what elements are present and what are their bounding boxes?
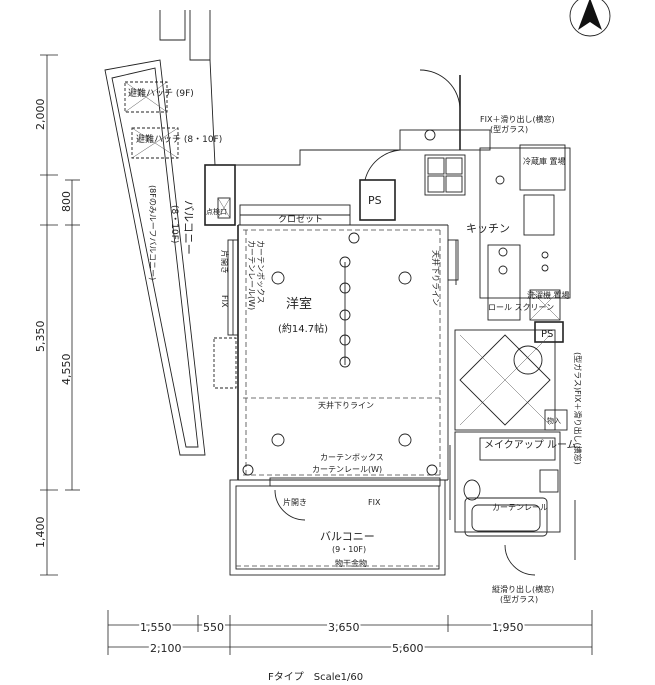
hatch-9f-label: 避難ハッチ (9F)	[128, 87, 194, 99]
dim-bottom-2100: 2,100	[150, 642, 182, 655]
balcony-bottom-floors: (9・10F)	[332, 545, 366, 554]
closet-label: クロゼット	[278, 213, 323, 225]
dim-left-2000: 2,000	[34, 99, 47, 131]
inspection-port-label: 点検口	[206, 207, 227, 216]
hinged-bottom: 片開き	[283, 497, 307, 507]
curtain-rail-top: カーテンレール(W)	[247, 240, 256, 310]
dim-left-800: 800	[60, 191, 73, 212]
left-balcony	[104, 59, 206, 456]
bottom-right-door	[504, 544, 536, 576]
dim-left-5350: 5,350	[34, 321, 47, 353]
fix-bottom: FIX	[368, 498, 381, 507]
western-room-label: 洋室	[286, 296, 312, 312]
makeup-room-label: メイクアップ ルーム	[484, 439, 577, 451]
hinged-left: 片開き	[220, 250, 230, 274]
fix-window-right: (型ガラス)FIX＋滑り出し(横窓)	[573, 352, 583, 465]
balcony-bottom-label: バルコニー	[320, 530, 375, 543]
fix-left: FIX	[220, 295, 229, 308]
fix-window-top-glass: (型ガラス)	[490, 124, 528, 134]
ps-box-top	[359, 179, 396, 221]
fridge-label: 冷蔵庫 置場	[523, 156, 566, 166]
washer-label: 洗濯機 置場	[527, 290, 570, 300]
western-room-size: (約14.7帖)	[278, 322, 328, 335]
dim-bottom-550: 550	[203, 621, 224, 634]
curtain-rail-bath: カーテンレール	[492, 503, 548, 512]
fix-window-bottom: 縦滑り出し(横窓)	[492, 584, 554, 594]
ceiling-line-side: 天井下りライン	[431, 250, 441, 306]
storage-bottom: 物干金物	[335, 558, 367, 568]
inspection-port-box	[217, 197, 231, 219]
makeup-room	[449, 431, 561, 537]
fix-window-top: FIX＋滑り出し(横窓)	[480, 114, 555, 124]
left-dimension-lines	[40, 54, 80, 576]
roll-screen-label: ロール スクリーン	[488, 303, 554, 312]
ps-top-label: PS	[368, 194, 382, 207]
dim-bottom-1550: 1,550	[140, 621, 172, 634]
balcony-left-note: (8Fのみルーフバルコニー)	[148, 185, 157, 280]
dim-bottom-5600: 5,600	[392, 642, 424, 655]
bath-area	[454, 329, 568, 431]
left-window	[213, 239, 239, 389]
balcony-left-label: バルコニー	[182, 200, 195, 255]
western-room-walls	[237, 224, 449, 481]
balcony-left-floors: (8・10F)	[169, 205, 179, 243]
dim-bottom-3650: 3,650	[328, 621, 360, 634]
curtain-box-top: カーテンボックス	[256, 240, 265, 304]
dim-bottom-1950: 1,950	[492, 621, 524, 634]
fix-window-bottom-glass: (型ガラス)	[500, 594, 538, 604]
ceiling-lights	[242, 232, 438, 476]
kitchen-label: キッチン	[466, 222, 510, 235]
hatch-8-10f-label: 避難ハッチ (8・10F)	[136, 133, 222, 145]
kitchen-area	[399, 69, 571, 321]
curtain-box-bottom: カーテンボックス	[320, 453, 384, 462]
dim-left-4550: 4,550	[60, 354, 73, 386]
ps-mid-label: PS	[541, 329, 553, 340]
ceiling-line-mid: 天井下りライン	[318, 400, 374, 410]
dim-left-1400: 1,400	[34, 517, 47, 549]
bottom-balcony	[229, 477, 446, 576]
bottom-dimension-lines	[107, 610, 593, 655]
storage-small: 物入	[547, 416, 561, 425]
ps-box-mid	[534, 321, 564, 343]
curtain-rail-bottom: カーテンレール(W)	[312, 465, 382, 474]
north-arrow-icon	[569, 0, 611, 37]
plan-caption: Fタイプ Scale1/60	[268, 671, 363, 683]
